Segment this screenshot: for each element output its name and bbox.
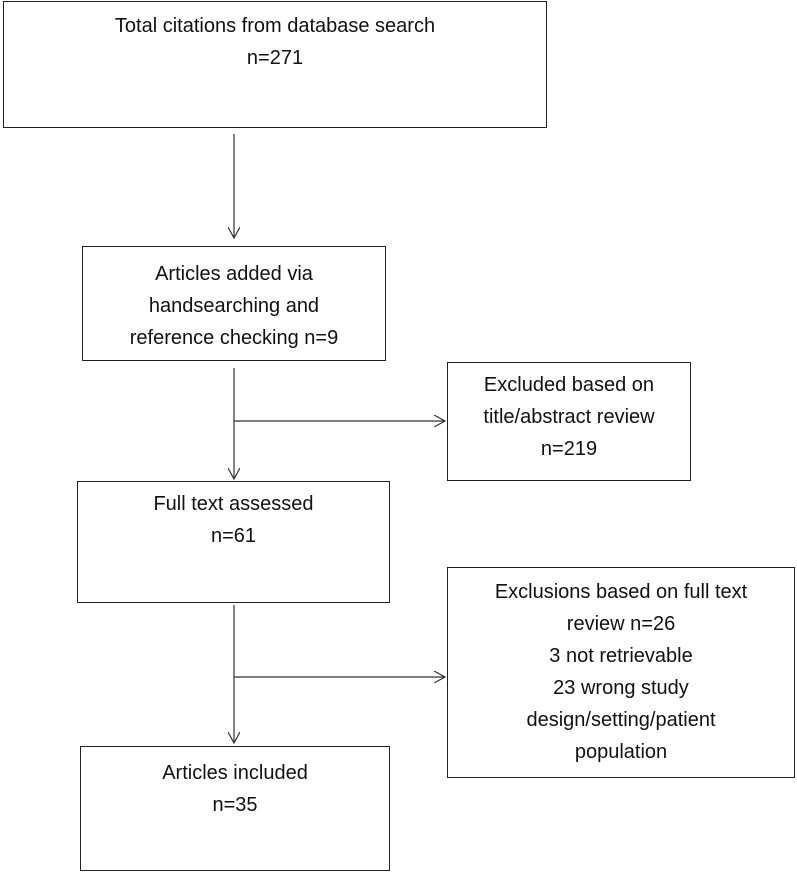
total-citations-label: Total citations from database search — [114, 15, 436, 37]
excluded-full-text-line-2: review n=26 — [566, 613, 676, 635]
articles-added-box: Articles added via handsearching and ref… — [82, 246, 386, 361]
excluded-full-text-box: Exclusions based on full text review n=2… — [447, 567, 795, 778]
excluded-full-text-line-6: population — [574, 741, 668, 763]
full-text-assessed-label: Full text assessed — [153, 493, 314, 515]
articles-added-line-1: Articles added via — [155, 263, 313, 285]
total-citations-box: Total citations from database search n=2… — [3, 1, 547, 128]
excluded-full-text-line-5: design/setting/patient — [526, 709, 716, 731]
excluded-title-abstract-line-2: title/abstract review — [483, 406, 655, 428]
excluded-title-abstract-count: n=219 — [540, 438, 598, 460]
excluded-full-text-line-1: Exclusions based on full text — [494, 581, 748, 603]
articles-included-count: n=35 — [212, 794, 258, 816]
articles-added-line-2: handsearching and — [148, 295, 320, 317]
total-citations-count: n=271 — [246, 47, 304, 69]
excluded-full-text-line-3: 3 not retrievable — [549, 645, 693, 667]
full-text-assessed-count: n=61 — [210, 525, 257, 547]
articles-included-label: Articles included — [162, 762, 308, 784]
full-text-assessed-box: Full text assessed n=61 — [77, 481, 390, 603]
excluded-title-abstract-box: Excluded based on title/abstract review … — [447, 362, 691, 481]
excluded-full-text-line-4: 23 wrong study — [553, 677, 689, 699]
excluded-title-abstract-line-1: Excluded based on — [483, 374, 655, 396]
articles-added-line-3: reference checking n=9 — [129, 327, 339, 349]
articles-included-box: Articles included n=35 — [80, 746, 390, 871]
